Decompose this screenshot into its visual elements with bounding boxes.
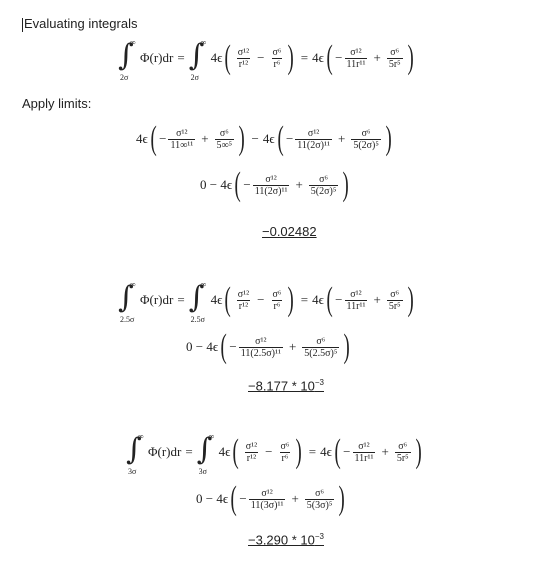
heading-apply-limits: Apply limits: — [22, 96, 92, 111]
heading-text: Evaluating integrals — [24, 16, 138, 31]
result-2-5sigma: −8.177 * 10−3 — [248, 378, 324, 394]
text-cursor — [22, 17, 23, 32]
integral-sign: ∫∞3σ — [126, 432, 144, 476]
result-3sigma: −3.290 * 10−3 — [248, 532, 324, 548]
integral-sign: ∫∞2.5σ — [188, 280, 207, 324]
integral-sign: ∫∞2σ — [118, 38, 136, 82]
heading-evaluating-integrals: Evaluating integrals — [22, 16, 137, 32]
integral-sign: ∫∞3σ — [196, 432, 215, 476]
result-2sigma: −0.02482 — [262, 224, 317, 239]
integral-sign: ∫∞2σ — [188, 38, 207, 82]
integral-sign: ∫∞2.5σ — [118, 280, 136, 324]
